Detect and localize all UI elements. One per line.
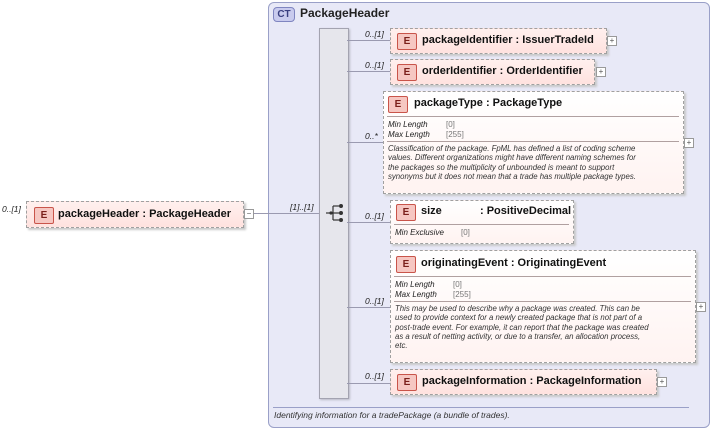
connector-line — [347, 222, 390, 223]
connector-line — [347, 307, 390, 308]
separator — [387, 116, 679, 117]
element-name: packageInformation : PackageInformation — [422, 375, 642, 387]
element-cardinality: 0..[1] — [365, 29, 384, 39]
element-name: packageType : PackageType — [414, 97, 563, 109]
facet-max-length: Max Length — [388, 130, 430, 139]
element-cardinality: 0..[1] — [365, 296, 384, 306]
element-cardinality: 0..[1] — [365, 60, 384, 70]
complex-type-documentation: Identifying information for a tradePacka… — [274, 410, 510, 420]
facet-max-length: Max Length — [395, 290, 437, 299]
facet-min-length: Min Length — [388, 120, 428, 129]
sequence-cardinality: [1]..[1] — [290, 202, 314, 212]
facet-min-exclusive: Min Exclusive — [395, 228, 444, 237]
element-name: size — [421, 205, 442, 217]
element-badge: E — [34, 207, 54, 224]
connector-line — [268, 213, 319, 214]
sequence-icon — [326, 204, 343, 222]
expand-icon[interactable]: + — [657, 377, 667, 387]
element-packageIdentifier[interactable]: E packageIdentifier : IssuerTradeId — [390, 28, 607, 54]
element-documentation: This may be used to describe why a packa… — [395, 304, 649, 351]
element-name: packageIdentifier : IssuerTradeId — [422, 34, 594, 46]
element-originatingEvent[interactable]: E originatingEvent : OriginatingEvent Mi… — [390, 250, 696, 363]
element-cardinality: 0..[1] — [365, 211, 384, 221]
facet-max-length-value: [255] — [446, 130, 464, 139]
root-cardinality: 0..[1] — [2, 204, 21, 214]
expand-icon[interactable]: + — [607, 36, 617, 46]
element-name: originatingEvent : OriginatingEvent — [421, 257, 607, 269]
root-element-name: packageHeader : PackageHeader — [58, 208, 232, 220]
expand-icon[interactable]: + — [696, 302, 706, 312]
element-size[interactable]: E size : PositiveDecimal Min Exclusive [… — [390, 200, 574, 244]
element-name: orderIdentifier : OrderIdentifier — [422, 65, 583, 77]
element-badge: E — [396, 256, 416, 273]
expand-icon[interactable]: + — [596, 67, 606, 77]
element-type: : PositiveDecimal — [480, 205, 572, 217]
connector-line — [347, 71, 390, 72]
separator — [387, 141, 679, 142]
separator — [394, 276, 691, 277]
element-badge: E — [397, 64, 417, 81]
element-cardinality: 0..* — [365, 131, 378, 141]
expand-icon[interactable]: + — [684, 138, 694, 148]
separator — [394, 224, 569, 225]
documentation-separator — [273, 407, 689, 408]
element-orderIdentifier[interactable]: E orderIdentifier : OrderIdentifier — [390, 59, 595, 85]
complex-type-title: PackageHeader — [300, 6, 390, 20]
element-packageInformation[interactable]: E packageInformation : PackageInformatio… — [390, 369, 657, 395]
element-cardinality: 0..[1] — [365, 371, 384, 381]
collapse-icon[interactable]: − — [244, 209, 254, 219]
element-badge: E — [397, 374, 417, 391]
connector-line — [254, 213, 268, 214]
element-badge: E — [397, 33, 417, 50]
connector-line — [347, 40, 390, 41]
root-element-packageHeader[interactable]: E packageHeader : PackageHeader — [26, 201, 244, 228]
element-badge: E — [388, 96, 408, 113]
facet-min-length-value: [0] — [446, 120, 455, 129]
connector-line — [347, 383, 390, 384]
element-badge: E — [396, 204, 416, 221]
element-packageType[interactable]: E packageType : PackageType Min Length [… — [383, 91, 684, 194]
facet-max-length-value: [255] — [453, 290, 471, 299]
separator — [394, 301, 691, 302]
facet-min-exclusive-value: [0] — [461, 228, 470, 237]
facet-min-length: Min Length — [395, 280, 435, 289]
complex-type-badge: CT — [273, 7, 295, 22]
element-documentation: Classification of the package. FpML has … — [388, 144, 636, 181]
facet-min-length-value: [0] — [453, 280, 462, 289]
connector-line — [347, 142, 383, 143]
